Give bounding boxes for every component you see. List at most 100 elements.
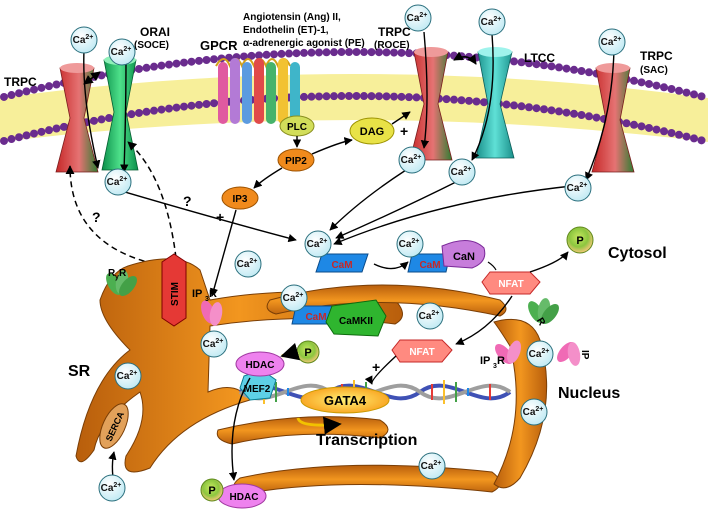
- serca-pump[interactable]: SERCA: [94, 400, 134, 453]
- membrane-core: [0, 74, 708, 142]
- lipid-head: [540, 61, 548, 70]
- lipid-head: [240, 52, 248, 61]
- lipid-head: [540, 105, 548, 114]
- ip3r-nuclear-left[interactable]: IP 3 R: [480, 339, 524, 370]
- lipid-head: [97, 115, 106, 124]
- ca-to-central-pool: [117, 189, 297, 243]
- lipid-head: [322, 92, 331, 101]
- svg-text:R: R: [108, 268, 116, 279]
- dag-plus: +: [400, 123, 408, 139]
- svg-text:R: R: [209, 288, 217, 300]
- ca-sac-to-pool: [333, 185, 573, 245]
- lipid-head: [37, 83, 46, 92]
- svg-text:NFAT: NFAT: [409, 347, 434, 358]
- lipid-head: [322, 48, 331, 57]
- svg-text:PIP2: PIP2: [285, 156, 307, 167]
- question-mark-orai: ?: [183, 193, 192, 209]
- ltcc-channel[interactable]: [475, 47, 515, 159]
- plc-node: PLC: [279, 115, 315, 137]
- svg-text:P: P: [208, 485, 215, 497]
- nfat-cytosol[interactable]: NFAT: [481, 271, 541, 295]
- trpc-sac-sub-label: (SAC): [640, 65, 668, 76]
- lipid-head: [675, 130, 683, 139]
- stim-protein[interactable]: STIM: [161, 253, 187, 327]
- lipid-head: [637, 122, 646, 131]
- ca-ion: Ca2+: [234, 250, 262, 278]
- cam-can-complex[interactable]: CaM CaN: [407, 240, 486, 273]
- lipid-head: [150, 106, 158, 115]
- lipid-head: [555, 107, 563, 116]
- ryr-sr-receptor[interactable]: R y R: [103, 268, 141, 299]
- lipid-head: [682, 132, 691, 141]
- lipid-head: [585, 68, 593, 77]
- lipid-head: [682, 88, 691, 97]
- lipid-head: [7, 135, 16, 144]
- ip3r-sr-receptor[interactable]: IP 3 R: [192, 288, 224, 327]
- lipid-head: [45, 126, 53, 135]
- ca-ion: Ca2+: [448, 158, 476, 186]
- lipid-head: [517, 102, 526, 111]
- gata4-factor[interactable]: GATA4: [300, 386, 390, 414]
- p-nfat-cytosol[interactable]: P: [566, 226, 594, 254]
- lipid-head: [562, 108, 571, 117]
- svg-text:CaN: CaN: [453, 251, 475, 263]
- cytosol-label: Cytosol: [608, 245, 667, 262]
- lipid-head: [652, 125, 661, 134]
- lipid-head: [330, 48, 338, 57]
- svg-text:STIM: STIM: [170, 282, 181, 306]
- trpc-ltcc-coupling-arrow: [453, 51, 477, 65]
- lipid-head: [382, 92, 391, 101]
- ip3-plus: +: [216, 209, 224, 225]
- svg-text:DAG: DAG: [360, 126, 384, 138]
- cam-cytosol[interactable]: CaM: [315, 253, 369, 273]
- p-hdac-exported[interactable]: P: [200, 478, 224, 502]
- lipid-head: [337, 92, 346, 101]
- svg-text:CaM: CaM: [305, 312, 326, 323]
- lipid-head: [622, 119, 631, 128]
- lipid-head: [165, 60, 173, 69]
- lipid-head: [517, 58, 526, 67]
- nfat-nuclear[interactable]: NFAT: [391, 339, 453, 363]
- cam-camkii-complex[interactable]: CaM CaMKII: [291, 299, 387, 337]
- lipid-head: [637, 78, 646, 87]
- ca-orai-influx: [120, 59, 129, 173]
- lipid-head: [630, 120, 638, 129]
- svg-text:HDAC: HDAC: [230, 492, 259, 503]
- lipid-head: [210, 99, 218, 108]
- dag-node: DAG: [349, 117, 395, 145]
- ca-trpc-left-influx: [83, 49, 101, 169]
- trpc-roce-channel[interactable]: [409, 47, 453, 161]
- ca-ion: Ca2+: [520, 398, 548, 426]
- lipid-head: [180, 58, 188, 67]
- ca-ion: Ca2+: [304, 230, 332, 258]
- ryr-nuclear-receptor[interactable]: R: [525, 297, 563, 328]
- hdac-exported[interactable]: HDAC: [217, 483, 267, 509]
- ca-ion: Ca2+: [478, 8, 506, 36]
- lipid-head: [480, 98, 488, 107]
- ca-ion: Ca2+: [200, 330, 228, 358]
- lipid-head: [667, 129, 676, 138]
- lipid-head: [667, 85, 676, 94]
- trpc-sac-label: TRPC: [640, 49, 673, 63]
- p-to-hdac-arrow: [280, 342, 301, 361]
- ip3r-nuclear-right[interactable]: IP: [554, 339, 590, 367]
- gpcr-receptor[interactable]: [215, 58, 300, 124]
- lipid-head: [60, 122, 68, 131]
- lipid-head: [690, 134, 698, 143]
- svg-text:CaMKII: CaMKII: [339, 316, 373, 327]
- lipid-head: [150, 62, 158, 71]
- trpc-left-channel[interactable]: [55, 63, 99, 173]
- lipid-head: [315, 92, 323, 101]
- lipid-head: [142, 63, 151, 72]
- ca-ion: Ca2+: [598, 28, 626, 56]
- lipid-head: [195, 56, 203, 65]
- p-hdac-nuclear[interactable]: P: [296, 340, 320, 364]
- lipid-head: [585, 112, 593, 121]
- lipid-head: [525, 103, 533, 112]
- hdac-nuclear[interactable]: HDAC: [235, 351, 285, 377]
- lipid-head: [570, 65, 578, 74]
- lipid-head: [532, 60, 541, 69]
- lipid-head: [577, 66, 586, 75]
- pip2-node: PIP2: [277, 148, 315, 172]
- ltcc-label: LTCC: [524, 51, 555, 65]
